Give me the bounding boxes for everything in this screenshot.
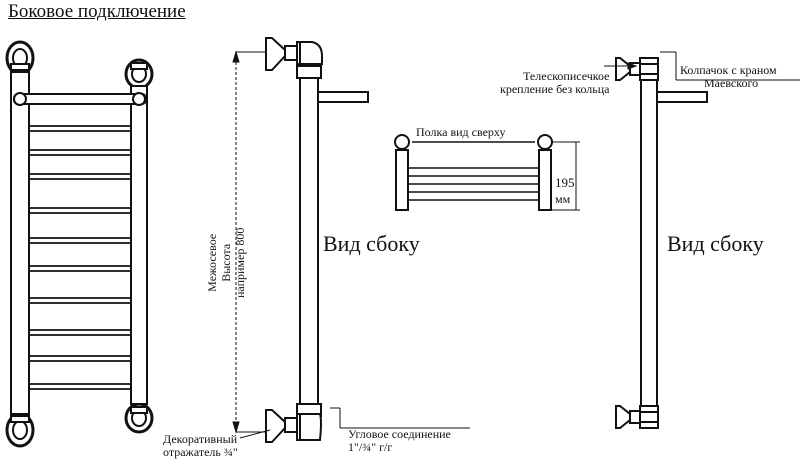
corner-joint-note-line-2: 1"/¾" г/г [348, 440, 393, 455]
right-vertical-tube [130, 85, 148, 405]
height-note-line-1: Межосевое [205, 233, 219, 292]
height-dimension [232, 50, 270, 434]
telescopic-mount-note-line-1: Телескописечкое [523, 69, 610, 83]
side-view-1 [265, 37, 369, 443]
left-vertical-tube [10, 71, 30, 415]
side-view-label-2: Вид сбоку [667, 231, 764, 256]
note-leaders-left [239, 407, 470, 439]
bottom-left-end-cap [5, 412, 35, 448]
side-view-2 [604, 51, 800, 429]
diagram-title: Боковое подключение [8, 1, 186, 22]
height-note-line-2: Высота [218, 243, 233, 282]
side-view-label-1: Вид сбоку [323, 231, 420, 256]
corner-joint-note-line-1: Угловое соединение [348, 427, 451, 441]
shelf-depth-unit: мм [555, 192, 571, 206]
crossbars [29, 125, 131, 390]
shelf-top-view [394, 134, 580, 211]
cap-valve-note-line-1: Колпачок с краном [680, 63, 777, 77]
height-note: Межосевое Высота например 800 [205, 227, 247, 298]
top-shelf-rail [13, 93, 147, 105]
telescopic-mount-note: Телескописечкое крепление без кольца [500, 69, 610, 97]
height-note-line-3: например 800 [232, 227, 247, 298]
cap-valve-note-line-2: Маевского [704, 76, 759, 91]
reflector-note-line-2: отражатель ¾" [163, 445, 238, 460]
cap-valve-note: Колпачок с краном Маевского [680, 63, 777, 91]
top-left-end-cap [5, 40, 35, 76]
corner-joint-note: Угловое соединение 1"/¾" г/г [348, 427, 451, 455]
reflector-note-line-1: Декоративный [163, 432, 238, 446]
top-right-end-cap [124, 58, 154, 90]
front-view-towel-rail [5, 40, 154, 448]
telescopic-mount-note-line-2: крепление без кольца [500, 82, 610, 97]
shelf-depth-value: 195 [555, 175, 575, 190]
bottom-right-end-cap [124, 402, 154, 434]
reflector-note: Декоративный отражатель ¾" [163, 432, 238, 460]
shelf-top-view-label: Полка вид сверху [416, 125, 506, 139]
shelf-bracket-side [317, 91, 369, 103]
